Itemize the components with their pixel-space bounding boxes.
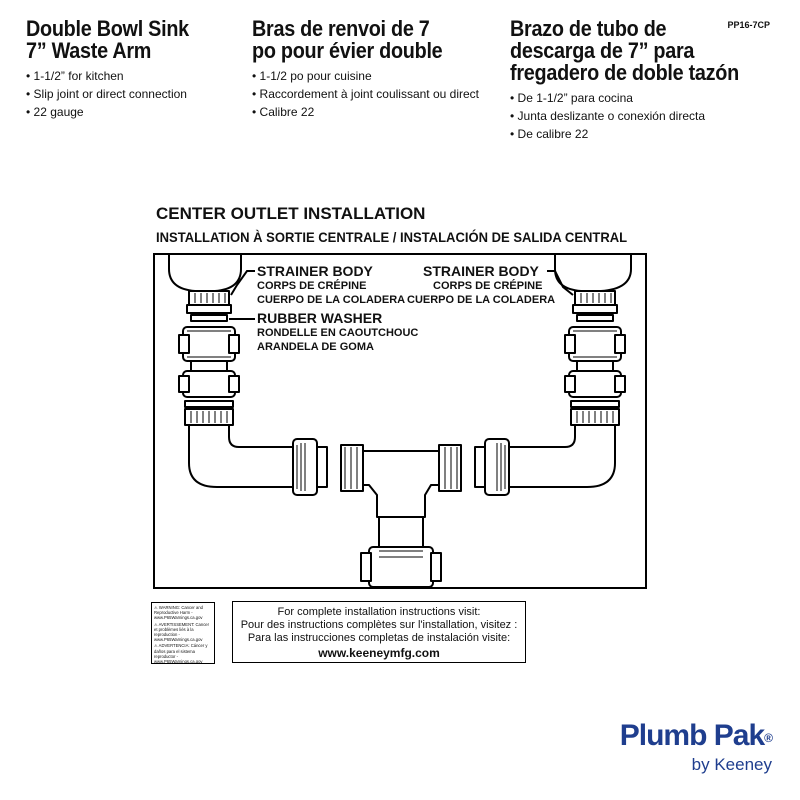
instructions-box: For complete installation instructions v… xyxy=(232,601,526,663)
left-nut-upper-ear xyxy=(228,334,240,354)
installation-title: CENTER OUTLET INSTALLATION xyxy=(156,204,426,223)
bottom-nut xyxy=(368,546,434,587)
feature-item: Calibre 22 xyxy=(252,103,492,121)
left-nut-upper-ear xyxy=(178,334,190,354)
right-arm-nut-collar xyxy=(474,446,486,488)
feature-item: De calibre 22 xyxy=(510,125,750,143)
right-nut-upper-ear xyxy=(614,334,626,354)
left-waste-arm xyxy=(188,424,296,488)
spanish-features: De 1-1/2” para cocina Junta deslizante o… xyxy=(510,89,750,143)
strainer-body-label-right: STRAINER BODY CORPS DE CRÉPINE CUERPO DE… xyxy=(407,263,556,306)
brand-name: Plumb Pak® xyxy=(619,719,773,752)
right-nut-lower-ear xyxy=(614,375,626,393)
right-tailpiece xyxy=(576,360,614,372)
right-nut-lower-ear xyxy=(564,375,576,393)
right-nut-lower xyxy=(568,370,622,398)
strainer-body-label-left: STRAINER BODY CORPS DE CRÉPINE CUERPO DE… xyxy=(257,263,406,306)
plumbing-illustration xyxy=(168,255,632,587)
right-nut-upper xyxy=(568,326,622,362)
feature-item: 1-1/2 po pour cuisine xyxy=(252,67,492,85)
french-features: 1-1/2 po pour cuisine Raccordement à joi… xyxy=(252,67,492,121)
english-title: Double Bowl Sink 7” Waste Arm xyxy=(26,16,189,63)
left-washer-2 xyxy=(184,400,234,408)
english-features: 1-1/2” for kitchen Slip joint or direct … xyxy=(26,67,246,121)
right-strainer-lip xyxy=(572,304,618,314)
right-sink-bowl xyxy=(554,255,632,292)
warning-line: ⚠ WARNING: Cancer and Reproductive Harm … xyxy=(154,605,203,621)
bottom-nut-ear xyxy=(360,552,372,582)
english-column: Double Bowl Sink 7” Waste Arm 1-1/2” for… xyxy=(26,18,246,121)
installation-diagram: STRAINER BODY CORPS DE CRÉPINE CUERPO DE… xyxy=(153,253,647,589)
left-arm-nut-collar xyxy=(316,446,328,488)
left-washer xyxy=(190,314,228,322)
feature-item: De 1-1/2” para cocina xyxy=(510,89,750,107)
registered-mark: ® xyxy=(764,731,773,745)
prop65-warning: ⚠ WARNING: Cancer and Reproductive Harm … xyxy=(151,602,215,664)
feature-item: Slip joint or direct connection xyxy=(26,85,246,103)
feature-item: Junta deslizante o conexión directa xyxy=(510,107,750,125)
french-column: Bras de renvoi de 7 po pour évier double… xyxy=(252,18,492,121)
feature-item: Raccordement à joint coulissant ou direc… xyxy=(252,85,492,103)
left-nut-lower-ear xyxy=(178,375,190,393)
spanish-title: Brazo de tubo de descarga de 7” para fre… xyxy=(510,16,739,85)
left-nut-upper xyxy=(182,326,236,362)
feature-item: 1-1/2” for kitchen xyxy=(26,67,246,85)
tee-right-threads xyxy=(438,444,462,492)
tee-tailpiece xyxy=(378,516,424,548)
left-nut-lower xyxy=(182,370,236,398)
left-sink-bowl xyxy=(168,255,242,292)
brand-logo: Plumb Pak® by Keeney xyxy=(619,719,773,776)
product-code: PP16-7CP xyxy=(727,20,770,30)
installation-subtitle: INSTALLATION À SORTIE CENTRALE / INSTALA… xyxy=(156,229,628,245)
brand-byline: by Keeney xyxy=(691,755,772,774)
right-waste-arm xyxy=(508,424,616,488)
left-strainer-lip xyxy=(186,304,232,314)
instructions-fr: Pour des instructions complètes sur l'in… xyxy=(240,619,518,631)
tee-left-threads xyxy=(340,444,364,492)
left-nut-lower-ear xyxy=(228,375,240,393)
french-title: Bras de renvoi de 7 po pour évier double xyxy=(252,16,443,63)
instructions-es: Para las instrucciones completas de inst… xyxy=(247,632,511,644)
website-link[interactable]: www.keeneymfg.com xyxy=(318,646,440,660)
warning-line: ⚠ AVERTISSEMENT: Cancer et problèmes lié… xyxy=(154,621,210,643)
feature-item: 22 gauge xyxy=(26,103,246,121)
right-washer xyxy=(576,314,614,322)
right-nut-upper-ear xyxy=(564,334,576,354)
leader-strainer-left xyxy=(230,270,255,296)
warning-line: ⚠ ADVERTENCIA: Cáncer y daños para el si… xyxy=(154,643,208,664)
left-tailpiece xyxy=(190,360,228,372)
right-washer-2 xyxy=(570,400,620,408)
leader-strainer-right xyxy=(547,270,574,296)
spanish-column: Brazo de tubo de descarga de 7” para fre… xyxy=(510,18,750,143)
bottom-nut-ear xyxy=(430,552,442,582)
rubber-washer-label: RUBBER WASHER RONDELLE EN CAOUTCHOUC ARA… xyxy=(257,310,419,353)
instructions-en: For complete installation instructions v… xyxy=(277,606,481,618)
